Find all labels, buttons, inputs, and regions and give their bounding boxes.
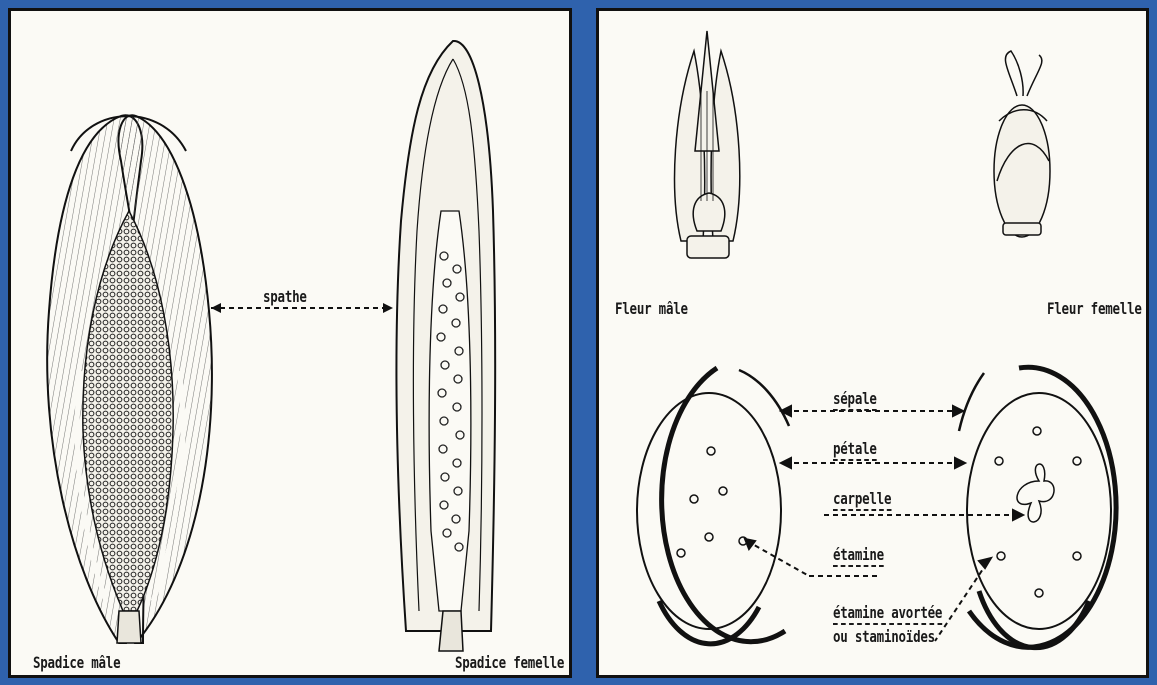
flower-panel: Fleur mâle Fleur femelle sépale pétale c… xyxy=(596,8,1149,678)
label-spathe: spathe xyxy=(263,287,307,306)
spadice-panel: spathe Spadice mâle Spadice femelle xyxy=(8,8,572,678)
female-spadice xyxy=(396,41,495,651)
flower-drawing xyxy=(599,11,1146,675)
label-spadice-male: Spadice mâle xyxy=(33,653,120,672)
male-floral-diagram xyxy=(637,368,789,644)
female-flower xyxy=(994,51,1050,237)
male-spadice xyxy=(47,115,212,643)
label-spadice-femelle: Spadice femelle xyxy=(455,653,564,672)
label-petale: pétale xyxy=(833,439,877,461)
spadice-drawing xyxy=(11,11,569,675)
label-etamine-avortee-2: ou staminoïdes xyxy=(833,627,935,646)
label-sepale: sépale xyxy=(833,389,877,411)
male-flower xyxy=(675,31,740,258)
label-fleur-male: Fleur mâle xyxy=(615,299,688,318)
label-etamine-avortee-1: étamine avortée xyxy=(833,603,942,625)
female-floral-diagram xyxy=(959,367,1116,647)
label-etamine: étamine xyxy=(833,545,884,567)
label-fleur-femelle: Fleur femelle xyxy=(1047,299,1142,318)
label-carpelle: carpelle xyxy=(833,489,891,511)
